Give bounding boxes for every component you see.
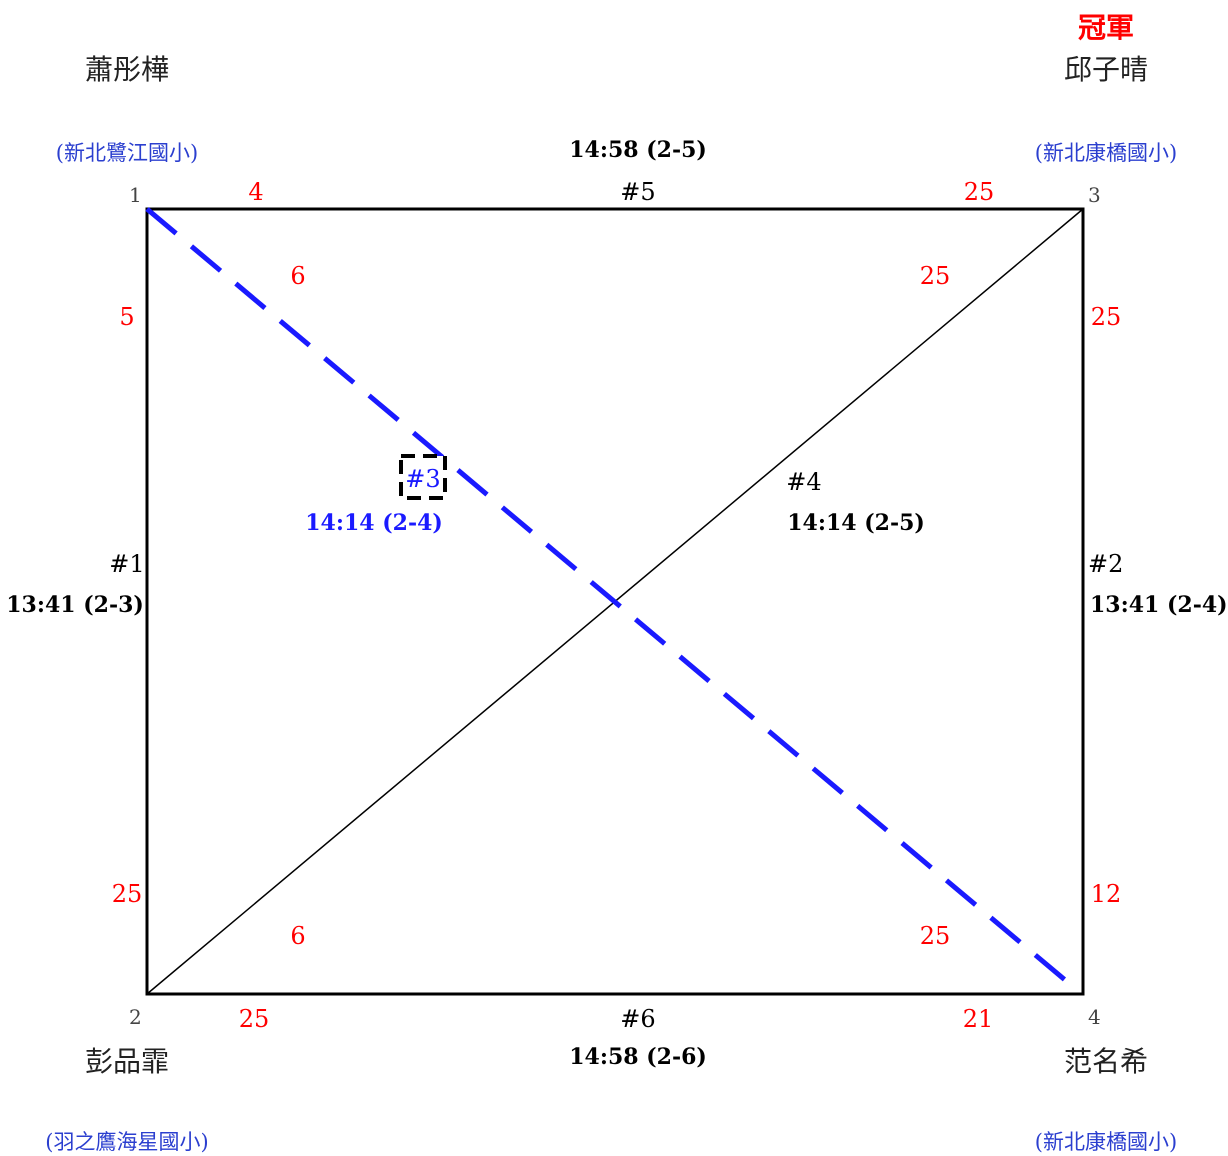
player-1-name: 蕭彤樺 [84, 53, 170, 86]
player-2-seed: 2 [129, 1005, 142, 1029]
match-3-number: #3 [405, 465, 441, 493]
player-3-school: (新北康橋國小) [1034, 141, 1178, 165]
champion-label: 冠軍 [1077, 11, 1135, 44]
player-4-school: (新北康橋國小) [1034, 1130, 1178, 1154]
match-4-number: #4 [786, 468, 822, 496]
match-2-score-top: 25 [1090, 303, 1122, 331]
match-6-time: 14:58 (2-6) [569, 1044, 707, 1070]
match-1-score-bottom: 25 [111, 880, 143, 908]
player-2-name: 彭品霏 [84, 1045, 170, 1078]
bracket-box [145, 207, 1085, 996]
match-2-score-bottom: 12 [1090, 880, 1122, 908]
player-4-name: 范名希 [1063, 1045, 1149, 1078]
player-3-seed: 3 [1088, 183, 1101, 207]
match-5-number: #5 [620, 178, 656, 206]
match-3-time: 14:14 (2-4) [305, 510, 443, 536]
match-2-time: 13:41 (2-4) [1090, 592, 1228, 618]
match-4-score-a: 25 [919, 262, 951, 290]
player-2-school: (羽之鷹海星國小) [45, 1130, 209, 1154]
match-3-line [145, 207, 1079, 992]
player-4-seed: 4 [1088, 1005, 1101, 1029]
match-4-score-b: 6 [290, 922, 306, 950]
match-3-marker [399, 454, 447, 500]
player-3-name: 邱子晴 [1063, 53, 1149, 86]
match-2-number: #2 [1088, 550, 1124, 578]
match-5-score-left: 4 [248, 178, 264, 206]
match-6-score-left: 25 [238, 1005, 270, 1033]
match-4-time: 14:14 (2-5) [787, 510, 925, 536]
player-1-seed: 1 [129, 183, 142, 207]
match-6-number: #6 [620, 1005, 656, 1033]
match-1-time: 13:41 (2-3) [6, 592, 144, 618]
match-1-number: #1 [109, 550, 145, 578]
match-5-time: 14:58 (2-5) [569, 137, 707, 163]
match-1-score-top: 5 [119, 303, 135, 331]
match-6-score-right: 21 [962, 1005, 994, 1033]
match-3-score-b: 25 [919, 922, 951, 950]
match-3-score-a: 6 [290, 262, 306, 290]
player-1-school: (新北鷺江國小) [55, 141, 199, 165]
match-5-score-right: 25 [963, 178, 995, 206]
